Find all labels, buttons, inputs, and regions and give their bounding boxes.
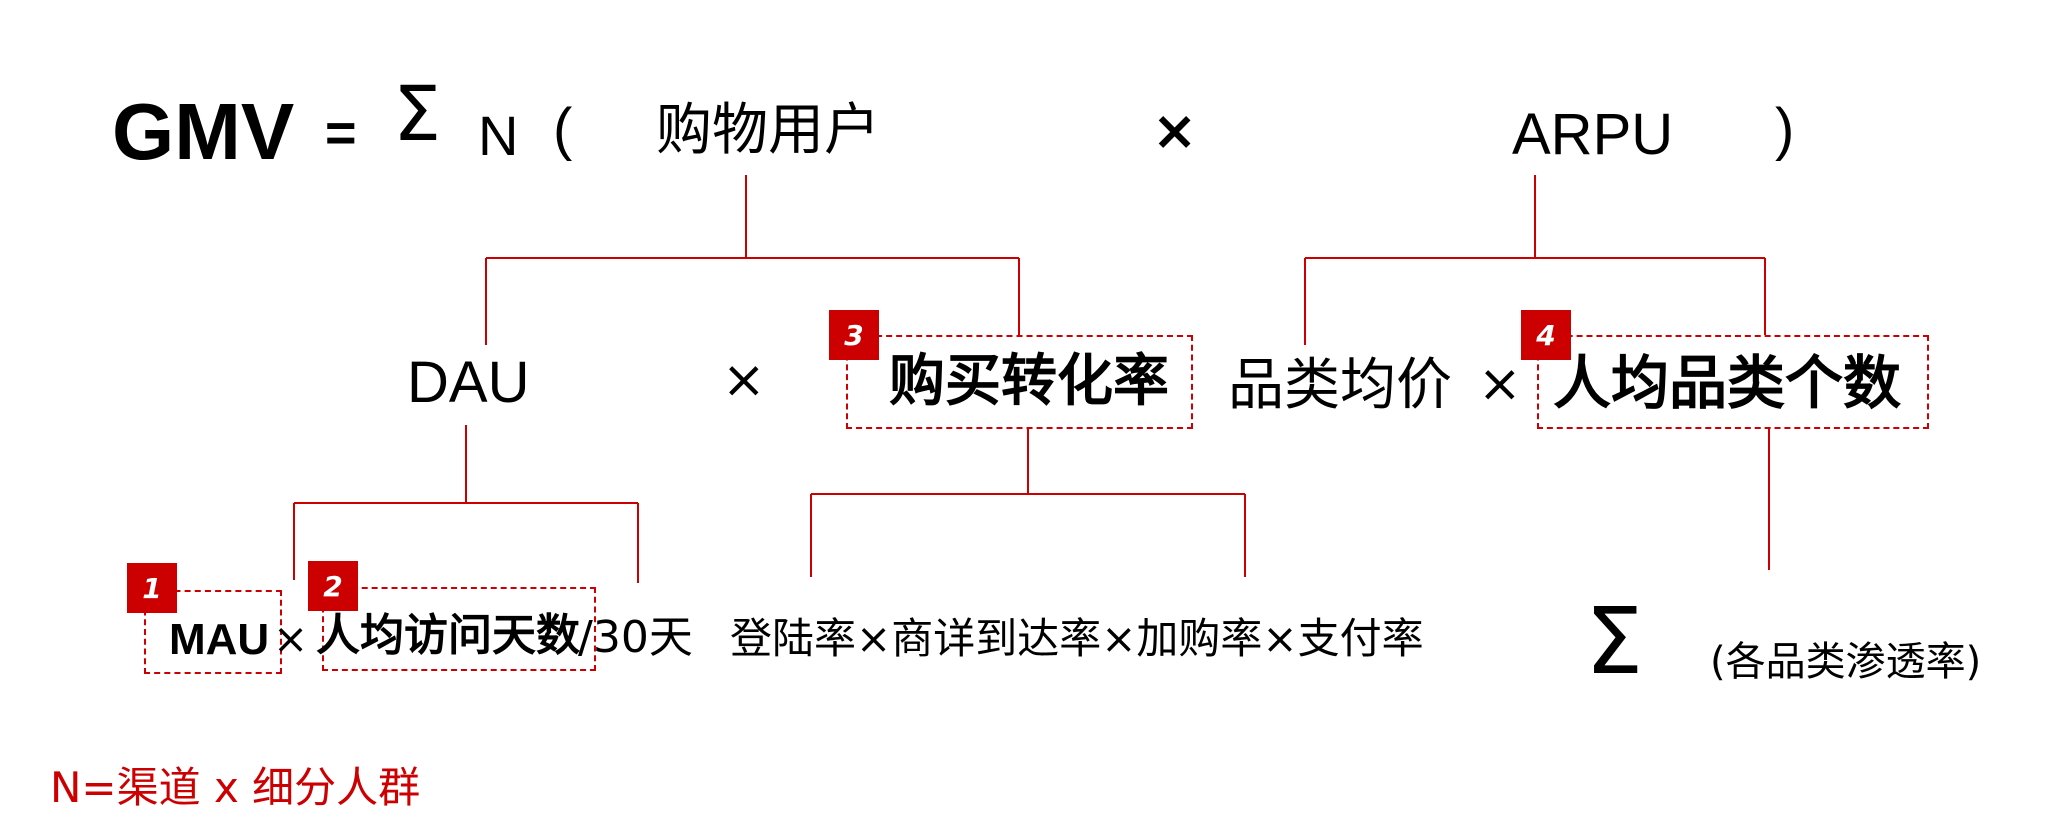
n-variable: N [478,104,519,167]
per-30-days-label: /30天 [578,612,693,663]
sigma-symbol: Σ [1585,588,1644,695]
paren-open: ( [553,97,573,162]
funnel-formula: 登陆率×商详到达率×加购率×支付率 [730,614,1424,663]
badge-3: 3 [829,310,879,360]
visit-days-label: 人均访问天数 [316,610,580,661]
categories-per-user-label: 人均品类个数 [1553,349,1902,417]
sigma-symbol: Σ [393,69,442,158]
footnote: N=渠道 x 细分人群 [50,763,421,812]
highlight-box-1 [144,590,282,674]
paren-close: ) [1775,97,1795,162]
multiply-sign: × [1152,99,1198,162]
conversion-rate-label: 购买转化率 [889,349,1169,414]
highlight-box-2 [322,587,596,671]
multiply-sign: × [273,614,309,663]
badge-1: 1 [127,563,177,613]
penetration-label: (各品类渗透率) [1710,639,1982,685]
dau-label: DAU [407,350,530,415]
mau-label: MAU [169,615,270,664]
shopping-users-label: 购物用户 [656,98,880,163]
multiply-sign: × [722,350,766,410]
badge-2: 2 [308,561,358,611]
arpu-label: ARPU [1512,102,1674,167]
badge-4: 4 [1521,310,1571,360]
multiply-sign: × [1478,354,1522,414]
equals-sign: = [325,103,357,163]
gmv-label: GMV [112,87,295,176]
avg-price-label: 品类均价 [1228,353,1452,418]
highlight-box-4 [1537,335,1929,429]
highlight-box-3 [846,335,1193,429]
